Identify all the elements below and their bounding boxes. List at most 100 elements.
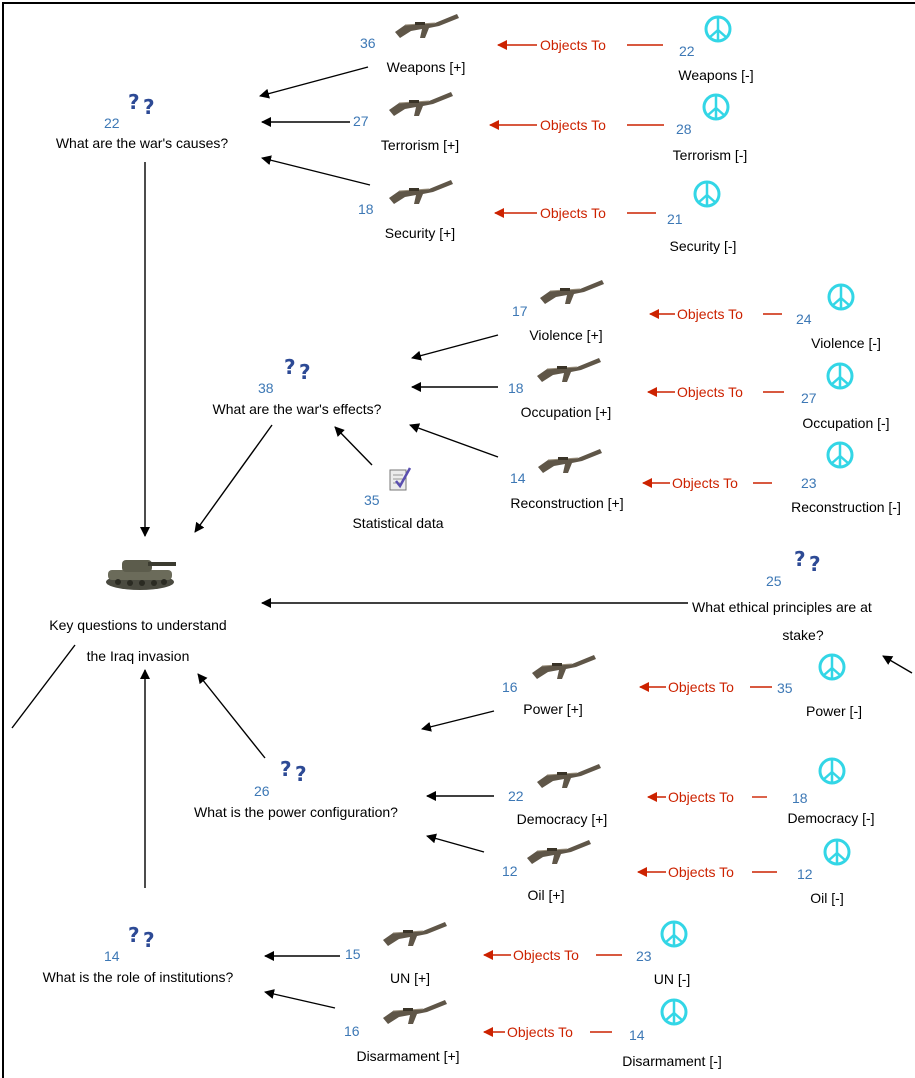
- argument-count: 12: [797, 866, 813, 882]
- argument-label: Weapons [+]: [387, 59, 466, 75]
- root-node[interactable]: Key questions to understand the Iraq inv…: [49, 560, 227, 664]
- question-mark-icon: ?: [128, 90, 140, 114]
- pro-argument-security[interactable]: 18 Security [+]: [358, 179, 455, 241]
- argument-count: 16: [502, 679, 518, 695]
- pro-argument-disarmament[interactable]: 16 Disarmament [+]: [344, 999, 460, 1064]
- peace-sign-icon: [660, 920, 688, 948]
- tank-icon: [106, 560, 176, 590]
- argument-label: Democracy [-]: [787, 810, 874, 826]
- argument-count: 15: [345, 946, 361, 962]
- rifle-icon: [388, 179, 454, 205]
- question-node-ethics[interactable]: ? ? 25 What ethical principles are at st…: [692, 547, 872, 643]
- argument-count: 18: [358, 201, 374, 217]
- question-count: 25: [766, 573, 782, 589]
- rifle-icon: [526, 839, 592, 865]
- con-argument-terrorism[interactable]: 28 Terrorism [-]: [673, 93, 748, 163]
- question-label: What is the role of institutions?: [43, 969, 234, 985]
- argument-count: 18: [792, 790, 808, 806]
- root-label-line1: Key questions to understand: [49, 617, 226, 633]
- argument-label: UN [-]: [654, 971, 691, 987]
- argument-count: 23: [636, 948, 652, 964]
- con-argument-power[interactable]: 35 Power [-]: [777, 653, 862, 719]
- peace-sign-icon: [660, 998, 688, 1026]
- peace-sign-icon: [826, 362, 854, 390]
- argument-count: 22: [679, 43, 695, 59]
- objects-to-label: Objects To: [668, 789, 734, 805]
- argument-label: Security [-]: [670, 238, 737, 254]
- rifle-icon: [382, 999, 448, 1025]
- pro-argument-reconstruction[interactable]: 14 Reconstruction [+]: [510, 448, 624, 511]
- con-argument-democracy[interactable]: 18 Democracy [-]: [787, 757, 875, 826]
- con-argument-un[interactable]: 23 UN [-]: [636, 920, 691, 987]
- con-argument-security[interactable]: 21 Security [-]: [667, 180, 737, 254]
- data-label: Statistical data: [352, 515, 443, 531]
- question-label: What are the war's causes?: [56, 135, 229, 151]
- pro-argument-power[interactable]: 16 Power [+]: [502, 654, 597, 717]
- argument-count: 23: [801, 475, 817, 491]
- rifle-icon: [536, 357, 602, 383]
- con-argument-oil[interactable]: 12 Oil [-]: [797, 838, 851, 906]
- question-count: 26: [254, 783, 270, 799]
- argument-count: 17: [512, 303, 528, 319]
- pro-argument-violence[interactable]: 17 Violence [+]: [512, 279, 605, 343]
- question-mark-icon: ?: [280, 757, 292, 781]
- argument-label: Terrorism [+]: [381, 137, 459, 153]
- question-label-line1: What ethical principles are at: [692, 599, 872, 615]
- pro-argument-oil[interactable]: 12 Oil [+]: [502, 839, 592, 903]
- argument-count: 14: [629, 1027, 645, 1043]
- argument-label: Oil [+]: [528, 887, 565, 903]
- question-label: What is the power configuration?: [194, 804, 398, 820]
- question-label-line2: stake?: [782, 627, 823, 643]
- rifle-icon: [531, 654, 597, 680]
- question-mark-icon: ?: [143, 95, 155, 119]
- peace-sign-icon: [823, 838, 851, 866]
- argument-label: Violence [+]: [529, 327, 602, 343]
- pro-argument-un[interactable]: 15 UN [+]: [345, 921, 448, 986]
- con-argument-disarmament[interactable]: 14 Disarmament [-]: [622, 998, 722, 1069]
- question-count: 14: [104, 948, 120, 964]
- argument-label: Occupation [-]: [802, 415, 889, 431]
- objects-to-label: Objects To: [513, 947, 579, 963]
- con-argument-occupation[interactable]: 27 Occupation [-]: [801, 362, 890, 431]
- data-node-statistical[interactable]: 35 Statistical data: [352, 466, 444, 531]
- objects-to-label: Objects To: [540, 205, 606, 221]
- argument-count: 35: [777, 680, 793, 696]
- rifle-icon: [388, 91, 454, 117]
- question-mark-icon: ?: [128, 923, 140, 947]
- con-argument-reconstruction[interactable]: 23 Reconstruction [-]: [791, 441, 901, 515]
- pro-argument-occupation[interactable]: 18 Occupation [+]: [508, 357, 611, 420]
- question-node-effects[interactable]: ? ? 38 What are the war's effects?: [213, 355, 382, 417]
- objects-to-label: Objects To: [668, 679, 734, 695]
- pro-argument-terrorism[interactable]: 27 Terrorism [+]: [353, 91, 459, 153]
- argument-label: Violence [-]: [811, 335, 881, 351]
- question-node-power[interactable]: ? ? 26 What is the power configuration?: [194, 757, 398, 820]
- con-argument-weapons[interactable]: 22 Weapons [-]: [678, 15, 754, 83]
- argument-count: 21: [667, 211, 683, 227]
- peace-sign-icon: [818, 757, 846, 785]
- question-count: 22: [104, 115, 120, 131]
- argument-label: Reconstruction [-]: [791, 499, 901, 515]
- question-mark-icon: ?: [295, 762, 307, 786]
- pro-argument-democracy[interactable]: 22 Democracy [+]: [508, 763, 608, 827]
- objects-to-label: Objects To: [540, 117, 606, 133]
- document-check-icon: [388, 466, 412, 492]
- argument-label: Disarmament [+]: [356, 1048, 459, 1064]
- argument-label: Reconstruction [+]: [510, 495, 623, 511]
- question-mark-icon: ?: [809, 552, 821, 576]
- argument-count: 16: [344, 1023, 360, 1039]
- question-label: What are the war's effects?: [213, 401, 382, 417]
- argument-label: Democracy [+]: [517, 811, 608, 827]
- support-arrows: [11, 66, 913, 1009]
- question-node-institutions[interactable]: ? ? 14 What is the role of institutions?: [43, 923, 234, 985]
- rifle-icon: [536, 763, 602, 789]
- rifle-icon: [539, 279, 605, 305]
- question-mark-icon: ?: [284, 355, 296, 379]
- pro-argument-weapons[interactable]: 36 Weapons [+]: [360, 13, 466, 75]
- con-argument-violence[interactable]: 24 Violence [-]: [796, 283, 881, 351]
- peace-sign-icon: [693, 180, 721, 208]
- argument-label: Disarmament [-]: [622, 1053, 722, 1069]
- question-node-causes[interactable]: ? ? 22 What are the war's causes?: [56, 90, 229, 151]
- argument-label: Terrorism [-]: [673, 147, 748, 163]
